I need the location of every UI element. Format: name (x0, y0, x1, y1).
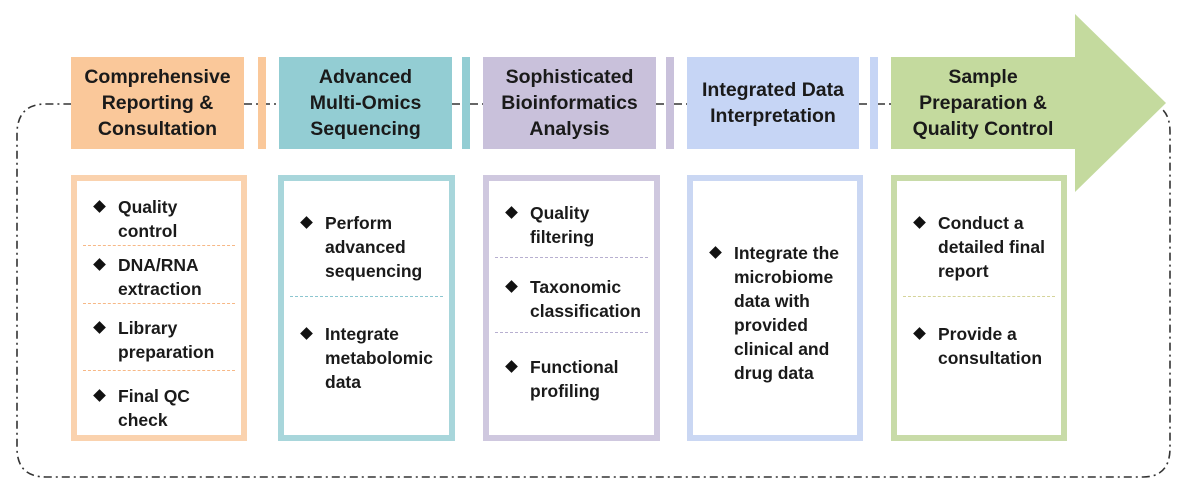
stage-header-sequencing: Advanced Multi-Omics Sequencing (279, 57, 452, 149)
stage-card-sequencing: Perform advanced sequencing Integrate me… (278, 175, 455, 441)
list-item: Provide a consultation (909, 322, 1057, 370)
diamond-bullet-icon (913, 327, 926, 340)
diamond-bullet-icon (93, 389, 106, 402)
diamond-bullet-icon (93, 321, 106, 334)
list-item-text: DNA/RNA extraction (118, 255, 202, 299)
diamond-bullet-icon (300, 327, 313, 340)
list-item-text: Perform advanced sequencing (325, 213, 423, 281)
list-item: Taxonomic classification (501, 275, 650, 323)
list-item: Functional profiling (501, 355, 650, 403)
stage-card-reporting: Quality control DNA/RNA extraction Libra… (71, 175, 247, 441)
stage-title: Advanced Multi-Omics Sequencing (309, 66, 422, 140)
list-item-text: Library preparation (118, 318, 215, 362)
list-item-text: Final QC check (118, 386, 190, 430)
list-item-text: Quality control (118, 197, 178, 241)
connector-bar-1 (258, 57, 266, 149)
diamond-bullet-icon (300, 216, 313, 229)
connector-bar-4 (870, 57, 878, 149)
stage-header-bioinformatics: Sophisticated Bioinformatics Analysis (483, 57, 656, 149)
stage-header-interpretation: Integrated Data Interpretation (687, 57, 859, 149)
list-item: Integrate metabolomic data (296, 322, 445, 394)
diamond-bullet-icon (505, 206, 518, 219)
diamond-bullet-icon (709, 246, 722, 259)
list-item-text: Conduct a detailed final report (938, 213, 1045, 281)
item-separator (903, 296, 1055, 297)
stage-title: Sample Preparation & Quality Control (912, 66, 1054, 140)
item-separator (290, 296, 443, 297)
diamond-bullet-icon (913, 216, 926, 229)
connector-bar-2 (462, 57, 470, 149)
list-item: Quality control (89, 195, 237, 243)
list-item-text: Quality filtering (530, 203, 595, 247)
item-separator (83, 370, 235, 371)
list-item-text: Taxonomic classification (530, 277, 641, 321)
list-item-text: Functional profiling (530, 357, 619, 401)
item-separator (83, 245, 235, 246)
item-separator (83, 303, 235, 304)
list-item: Quality filtering (501, 201, 650, 249)
stage-card-bioinformatics: Quality filtering Taxonomic classificati… (483, 175, 660, 441)
item-separator (495, 257, 648, 258)
list-item-text: Integrate the microbiome data with provi… (734, 243, 840, 383)
stage-header-preparation: Sample Preparation & Quality Control (891, 57, 1075, 149)
list-item: Conduct a detailed final report (909, 211, 1057, 283)
list-item: DNA/RNA extraction (89, 253, 237, 301)
stage-title: Sophisticated Bioinformatics Analysis (501, 66, 638, 140)
list-item-text: Integrate metabolomic data (325, 324, 433, 392)
diamond-bullet-icon (505, 360, 518, 373)
stage-card-interpretation: Integrate the microbiome data with provi… (687, 175, 863, 441)
stage-title: Comprehensive Reporting & Consultation (84, 66, 231, 140)
stage-card-preparation: Conduct a detailed final report Provide … (891, 175, 1067, 441)
connector-bar-3 (666, 57, 674, 149)
arrow-head (1075, 14, 1166, 192)
stage-title: Integrated Data Interpretation (702, 79, 844, 127)
item-separator (495, 332, 648, 333)
stage-header-reporting: Comprehensive Reporting & Consultation (71, 57, 244, 149)
list-item: Final QC check (89, 384, 237, 432)
list-item: Library preparation (89, 316, 237, 364)
diamond-bullet-icon (505, 280, 518, 293)
diamond-bullet-icon (93, 200, 106, 213)
list-item: Perform advanced sequencing (296, 211, 445, 283)
diamond-bullet-icon (93, 258, 106, 271)
list-item-text: Provide a consultation (938, 324, 1043, 368)
list-item: Integrate the microbiome data with provi… (705, 241, 853, 385)
